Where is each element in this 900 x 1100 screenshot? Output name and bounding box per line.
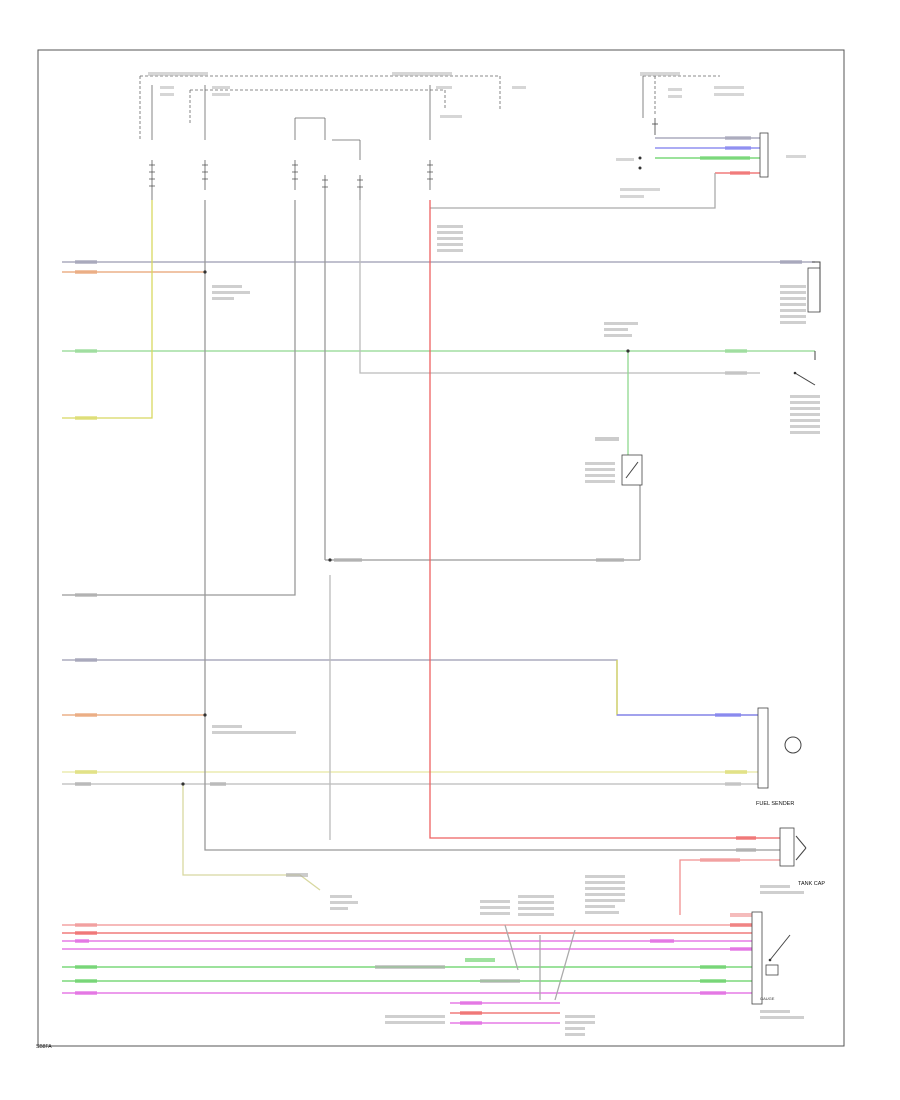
wire-yellow-branch (182, 784, 321, 891)
wire-pink-blu-660 (62, 659, 760, 716)
wire-gray-ground (204, 200, 780, 851)
horizontal-wires (62, 200, 815, 915)
fuse-box-top (139, 72, 526, 160)
right-components (181, 261, 821, 1005)
wire-yellow-grn (62, 200, 153, 419)
wire-gray-595 (62, 200, 296, 596)
caption-blocks (212, 225, 820, 1036)
gauge-label: GAUGE (760, 996, 775, 1001)
fuel-sender-label: FUEL SENDER (756, 801, 794, 807)
wire-red-main (429, 200, 780, 839)
wire-labels (75, 260, 802, 1025)
figure-label: SB8FA (36, 1044, 52, 1050)
wire-salmon-860 (679, 859, 780, 915)
diagram-frame (37, 49, 845, 1047)
tank-cap-label: TANK CAP (798, 881, 825, 887)
top-right-module (616, 72, 806, 198)
top-right-wires (430, 132, 769, 209)
wire-gray-switch (359, 200, 760, 374)
top-connectors (149, 160, 433, 200)
